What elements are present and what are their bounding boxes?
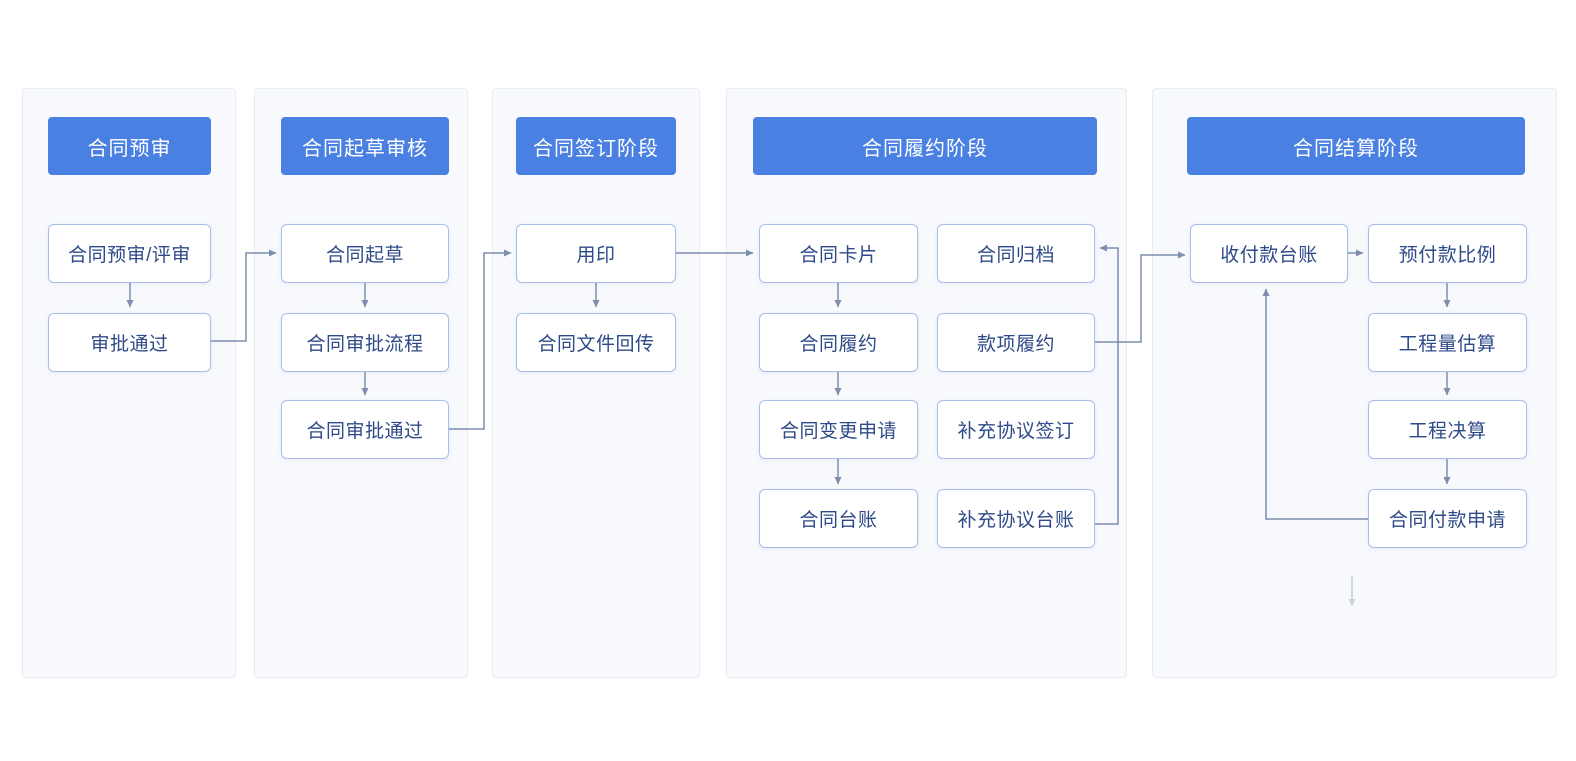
stage-panel-settlement xyxy=(1152,88,1557,678)
node-project-final-account: 工程决算 xyxy=(1368,400,1527,459)
node-contract-payment-request: 合同付款申请 xyxy=(1368,489,1527,548)
node-supplement-agreement-ledger: 补充协议台账 xyxy=(937,489,1095,548)
stage-header-performance: 合同履约阶段 xyxy=(753,117,1097,175)
stage-panel-pre-review xyxy=(22,88,236,678)
node-receipt-payment-ledger: 收付款台账 xyxy=(1190,224,1348,283)
stage-panel-drafting-review xyxy=(254,88,468,678)
node-contract-drafting: 合同起草 xyxy=(281,224,449,283)
node-contract-card: 合同卡片 xyxy=(759,224,918,283)
node-contract-approval-flow: 合同审批流程 xyxy=(281,313,449,372)
node-contract-archive: 合同归档 xyxy=(937,224,1095,283)
stage-header-pre-review: 合同预审 xyxy=(48,117,211,175)
node-contract-pre-review-evaluation: 合同预审/评审 xyxy=(48,224,211,283)
node-contract-performance: 合同履约 xyxy=(759,313,918,372)
node-sealing: 用印 xyxy=(516,224,676,283)
stage-header-settlement: 合同结算阶段 xyxy=(1187,117,1525,175)
stage-header-signing: 合同签订阶段 xyxy=(516,117,676,175)
node-contract-ledger: 合同台账 xyxy=(759,489,918,548)
node-contract-change-request: 合同变更申请 xyxy=(759,400,918,459)
node-contract-approval-passed: 合同审批通过 xyxy=(281,400,449,459)
node-contract-file-return: 合同文件回传 xyxy=(516,313,676,372)
stage-panel-signing xyxy=(492,88,700,678)
node-work-quantity-estimate: 工程量估算 xyxy=(1368,313,1527,372)
stage-panel-performance xyxy=(726,88,1127,678)
node-advance-payment-ratio: 预付款比例 xyxy=(1368,224,1527,283)
node-supplement-agreement-signing: 补充协议签订 xyxy=(937,400,1095,459)
stage-header-drafting-review: 合同起草审核 xyxy=(281,117,449,175)
node-approval-passed: 审批通过 xyxy=(48,313,211,372)
node-payment-performance: 款项履约 xyxy=(937,313,1095,372)
